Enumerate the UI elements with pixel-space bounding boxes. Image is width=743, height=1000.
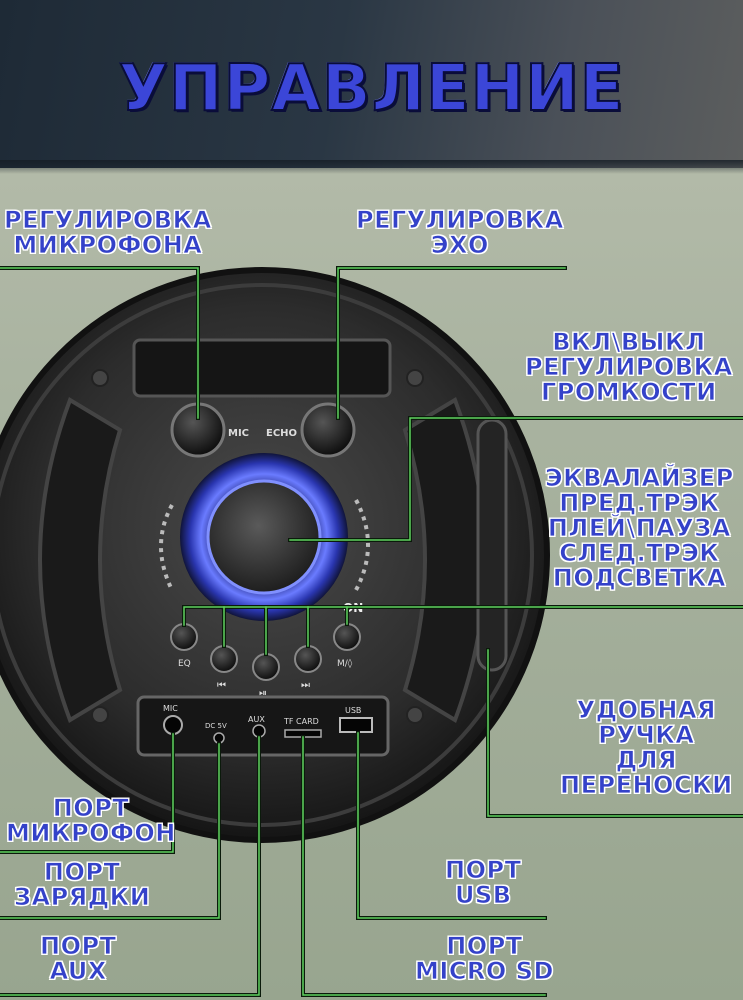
screw (91, 369, 109, 387)
label-line: ПЕРЕНОСКИ (560, 771, 733, 799)
page-title: УПРАВЛЕНИЕ (118, 51, 625, 127)
label-echo-control: РЕГУЛИРОВКА ЭХО (356, 206, 564, 259)
handle-right-grip (476, 418, 508, 672)
mic-knob-label: MIC (228, 428, 249, 439)
play-label: ⏯ (259, 688, 267, 699)
label-line: ПОРТ (52, 794, 130, 822)
label-line: ВКЛ\ВЫКЛ (552, 328, 706, 356)
label-power-volume: ВКЛ\ВЫКЛ РЕГУЛИРОВКА ГРОМКОСТИ (525, 328, 733, 406)
top-slot (132, 338, 392, 398)
speaker-rim (0, 283, 534, 827)
label-line: ГРОМКОСТИ (541, 378, 717, 406)
next-button[interactable] (294, 645, 322, 673)
label-line: ЭХО (430, 231, 489, 259)
screw (91, 706, 109, 724)
label-line: ЭКВАЛАЙЗЕР (545, 464, 734, 492)
label-sd-port: ПОРТ MICRO SD (415, 932, 554, 985)
handle-left (38, 397, 123, 723)
label-line: РЕГУЛИРОВКА (525, 353, 733, 381)
label-line: ПОРТ (446, 932, 523, 960)
tf-label: TF CARD (283, 717, 319, 726)
callout-lines (0, 266, 743, 997)
label-line: МИКРОФОНА (13, 231, 203, 259)
prev-button[interactable] (210, 645, 238, 673)
label-aux-port: ПОРТ AUX (40, 932, 117, 985)
screw (406, 369, 424, 387)
header-shadow (0, 160, 743, 174)
mode-label: M/◊ (337, 658, 353, 669)
label-line: ПРЕД.ТРЭК (559, 489, 720, 517)
label-line: РУЧКА (598, 721, 695, 749)
label-line: ПЛЕЙ\ПАУЗА (547, 514, 731, 542)
label-line: РЕГУЛИРОВКА (356, 206, 564, 234)
label-line: USB (454, 881, 512, 909)
label-line: MICRO SD (415, 957, 554, 985)
label-line: МИКРОФОН (6, 819, 176, 847)
label-line: ДЛЯ (615, 746, 678, 774)
header-banner (0, 0, 743, 168)
label-usb-port: ПОРТ USB (445, 856, 522, 909)
jack-mic-label: MIC (163, 704, 178, 713)
mode-button[interactable] (333, 623, 361, 651)
usb-label: USB (345, 706, 361, 715)
label-line: ПОРТ (445, 856, 522, 884)
echo-knob-label: ECHO (266, 428, 297, 439)
aux-label: AUX (248, 715, 265, 724)
label-buttons: ЭКВАЛАЙЗЕР ПРЕД.ТРЭК ПЛЕЙ\ПАУЗА СЛЕД.ТРЭ… (545, 464, 734, 592)
mic-jack[interactable] (163, 715, 183, 735)
label-mic-control: РЕГУЛИРОВКА МИКРОФОНА (4, 206, 212, 259)
label-line: ЗАРЯДКИ (14, 883, 151, 911)
play-pause-button[interactable] (252, 653, 280, 681)
eq-button[interactable] (170, 623, 198, 651)
dc-jack[interactable] (213, 732, 225, 744)
label-charge-port: ПОРТ ЗАРЯДКИ (14, 858, 151, 911)
label-line: УДОБНАЯ (576, 696, 716, 724)
eq-label: EQ (178, 659, 191, 669)
prev-label: ⏮ (217, 680, 226, 691)
label-line: ПОРТ (43, 858, 121, 886)
label-line: ПОРТ (40, 932, 117, 960)
dc-label: DC 5V (205, 722, 227, 730)
screw (406, 706, 424, 724)
echo-knob[interactable] (300, 402, 356, 458)
label-line: РЕГУЛИРОВКА (4, 206, 212, 234)
next-label: ⏭ (301, 680, 310, 691)
volume-arrow-right (354, 499, 370, 591)
label-line: AUX (49, 957, 107, 985)
label-mic-port: ПОРТ МИКРОФОН (6, 794, 176, 847)
volume-dial[interactable] (206, 479, 322, 595)
label-line: ПОДСВЕТКА (552, 564, 726, 592)
label-line: СЛЕД.ТРЭК (559, 539, 720, 567)
label-handle: УДОБНАЯ РУЧКА ДЛЯ ПЕРЕНОСКИ (560, 696, 733, 799)
usb-slot[interactable] (339, 717, 373, 733)
